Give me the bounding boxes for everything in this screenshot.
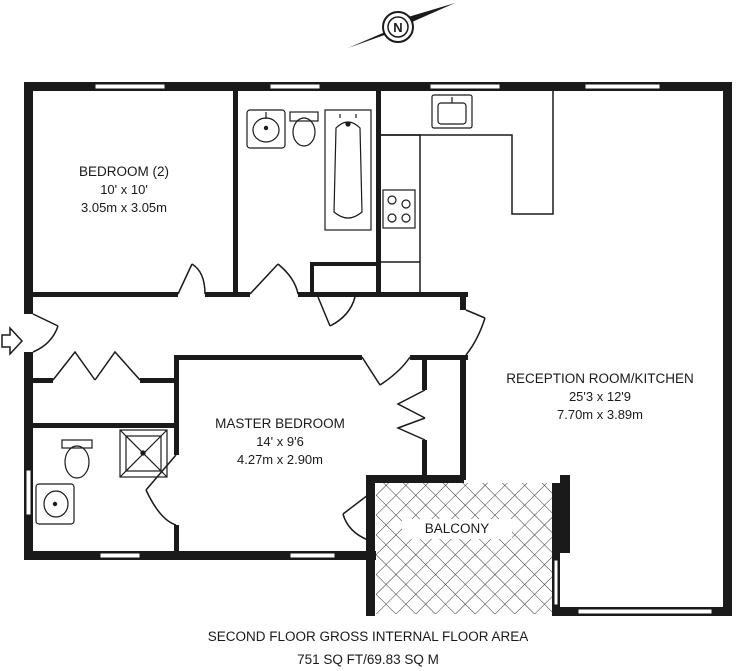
room-name: MASTER BEDROOM: [215, 416, 345, 431]
shower-tray-icon: [119, 429, 168, 478]
floor-area-caption: SECOND FLOOR GROSS INTERNAL FLOOR AREA 7…: [0, 625, 736, 671]
bathroom-sink-icon: [246, 109, 286, 149]
kitchen-counter: [381, 91, 554, 292]
room-dimensions-metric: 7.70m x 3.89m: [557, 407, 643, 422]
bathroom-toilet-icon: [289, 111, 319, 147]
hob-icon: [382, 189, 416, 229]
windows: [25, 83, 713, 615]
room-dimensions-imperial: 10' x 10': [100, 182, 148, 197]
room-name: BEDROOM (2): [78, 164, 169, 179]
room-label-master-bedroom: MASTER BEDROOM 14' x 9'6 4.27m x 2.90m: [190, 415, 370, 469]
door-swings: [32, 263, 486, 541]
room-dimensions-imperial: 14' x 9'6: [256, 434, 304, 449]
compass-icon: N: [348, 3, 455, 48]
floor-area-value: 751 SQ FT/69.83 SQ M: [297, 652, 439, 667]
room-name: RECEPTION ROOM/KITCHEN: [506, 371, 694, 386]
balcony-area: [376, 483, 554, 614]
kitchen-sink-icon: [431, 94, 473, 129]
floor-area-title: SECOND FLOOR GROSS INTERNAL FLOOR AREA: [207, 629, 529, 644]
room-dimensions-metric: 4.27m x 2.90m: [237, 452, 323, 467]
room-dimensions-imperial: 25'3 x 12'9: [568, 389, 632, 404]
entrance-arrow-icon: [1, 326, 24, 356]
compass-north-letter: N: [393, 20, 402, 35]
room-label-balcony: BALCONY: [402, 519, 512, 539]
room-dimensions-metric: 3.05m x 3.05m: [81, 200, 167, 215]
ensuite-sink-icon: [35, 483, 75, 525]
ensuite-toilet-icon: [61, 439, 93, 479]
room-label-bedroom-2: BEDROOM (2) 10' x 10' 3.05m x 3.05m: [54, 163, 194, 217]
room-name: BALCONY: [424, 521, 490, 536]
bathtub-icon: [324, 109, 372, 231]
room-label-reception-kitchen: RECEPTION ROOM/KITCHEN 25'3 x 12'9 7.70m…: [480, 370, 720, 424]
internal-walls: [33, 91, 468, 553]
